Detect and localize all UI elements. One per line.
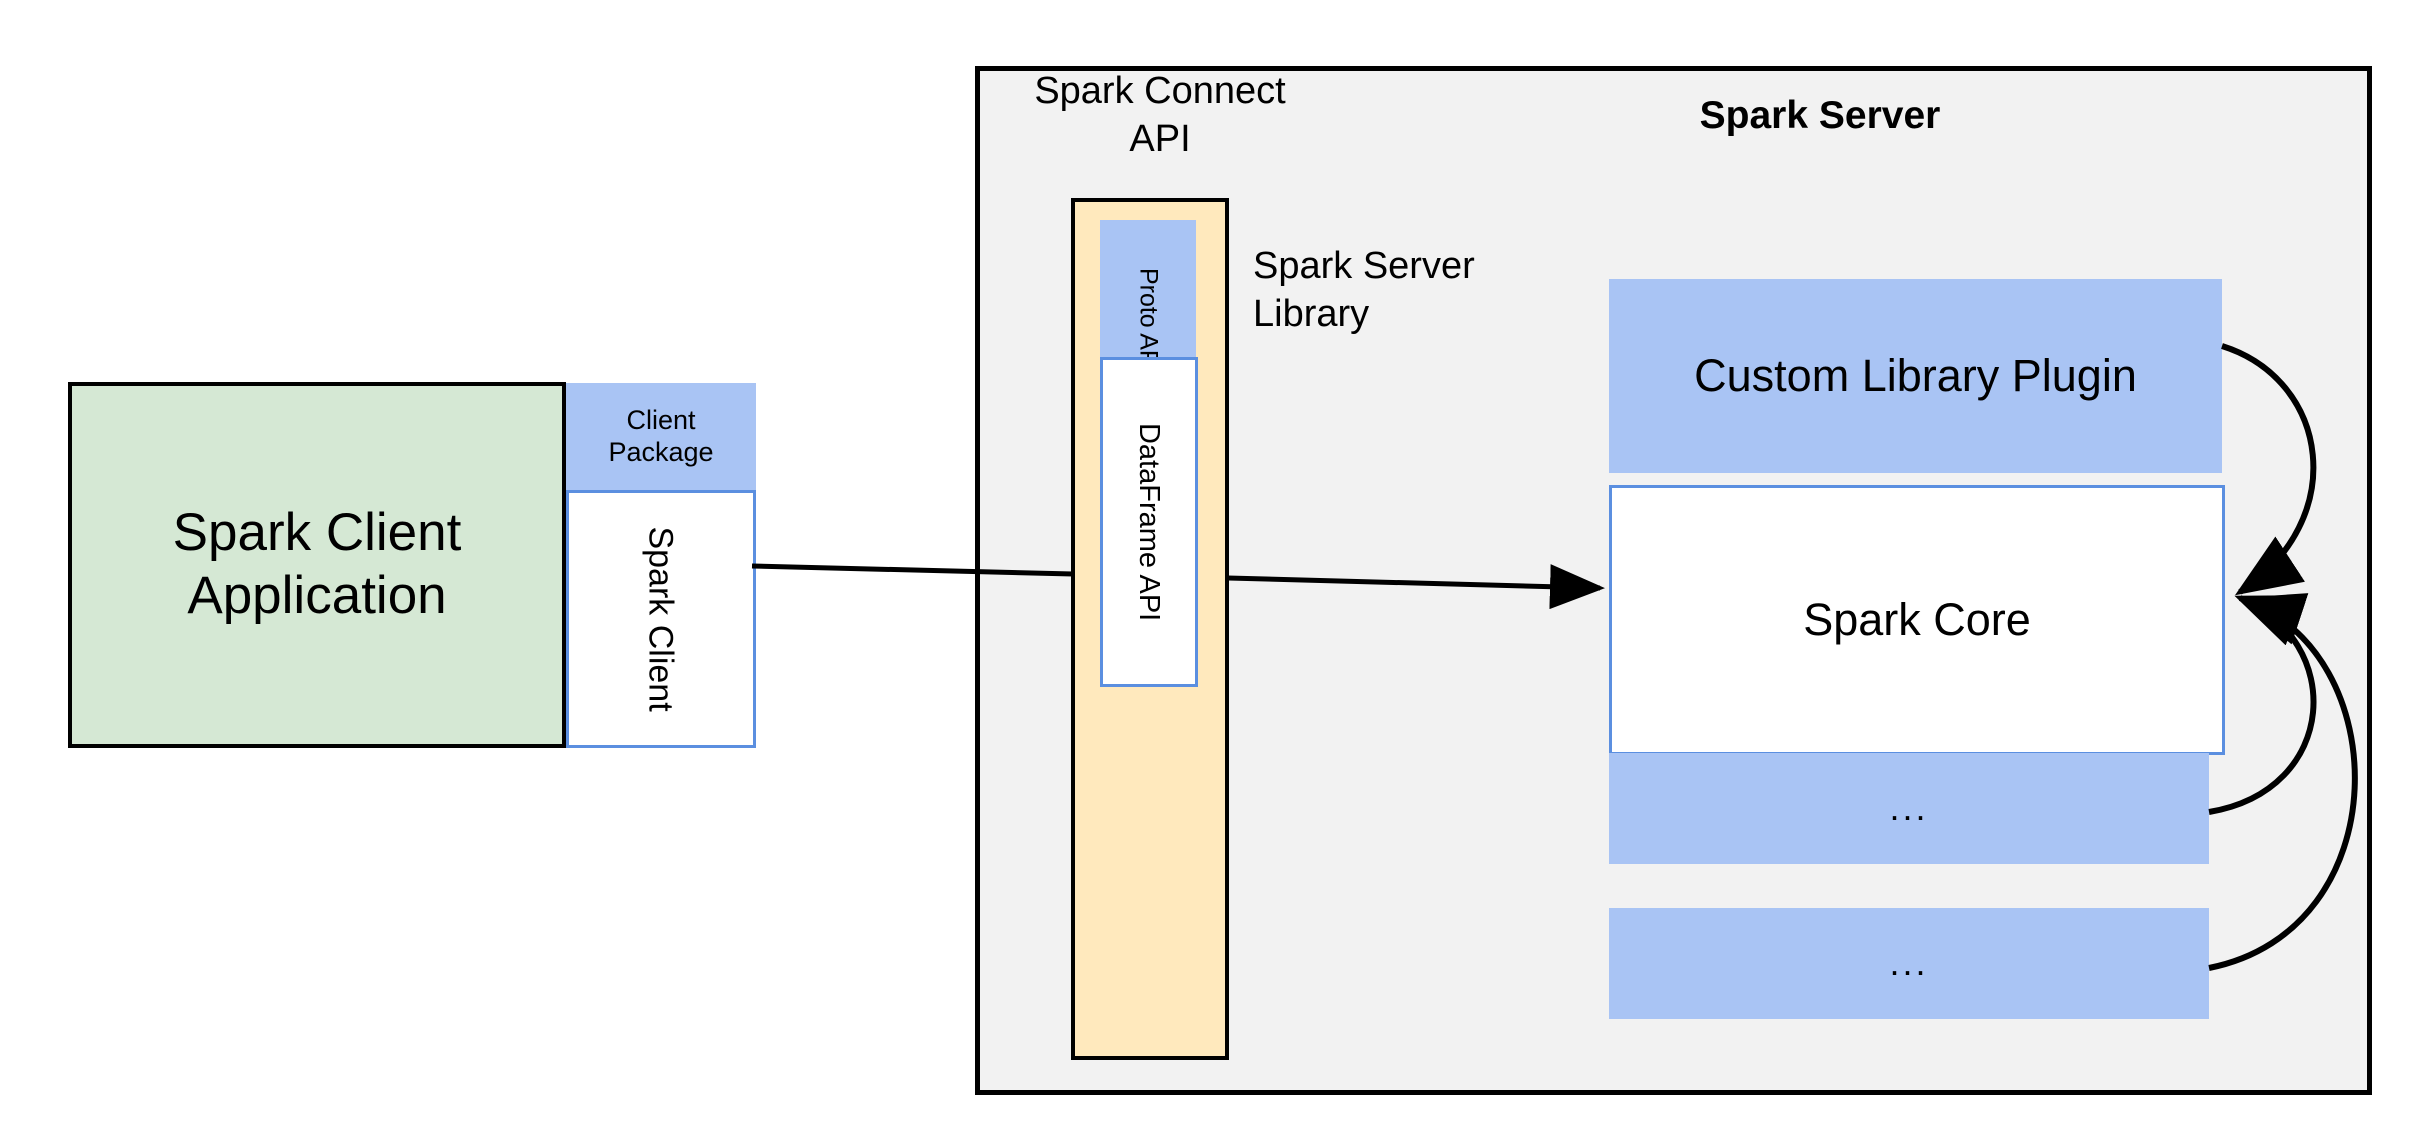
spark-server-library-title: Spark Server Library	[1253, 245, 1475, 335]
spark-core-label: Spark Core	[1803, 594, 2031, 646]
spark-client-label: Spark Client	[642, 526, 681, 712]
dataframe-api-box[interactable]: DataFrame API	[1100, 357, 1198, 687]
custom-library-plugin-box[interactable]: Custom Library Plugin	[1609, 279, 2222, 473]
dataframe-api-label: DataFrame API	[1133, 422, 1166, 622]
spark-server-title: Spark Server	[1699, 94, 1941, 137]
custom-library-plugin-label: Custom Library Plugin	[1694, 350, 2137, 402]
client-package-box[interactable]: Client Package	[566, 383, 756, 490]
spark-client-box[interactable]: Spark Client	[566, 490, 756, 748]
plugin-placeholder-label-1: ...	[1889, 787, 1929, 829]
spark-core-box[interactable]: Spark Core	[1609, 485, 2225, 755]
spark-client-application-box[interactable]: Spark Client Application	[68, 382, 566, 748]
spark-connect-api-title: Spark Connect API	[1034, 70, 1286, 160]
plugin-placeholder-box-2[interactable]: ...	[1609, 908, 2209, 1019]
client-package-label: Client Package	[608, 404, 714, 467]
spark-client-application-label: Spark Client Application	[172, 503, 462, 625]
plugin-placeholder-label-2: ...	[1889, 942, 1929, 984]
plugin-placeholder-box-1[interactable]: ...	[1609, 753, 2209, 864]
